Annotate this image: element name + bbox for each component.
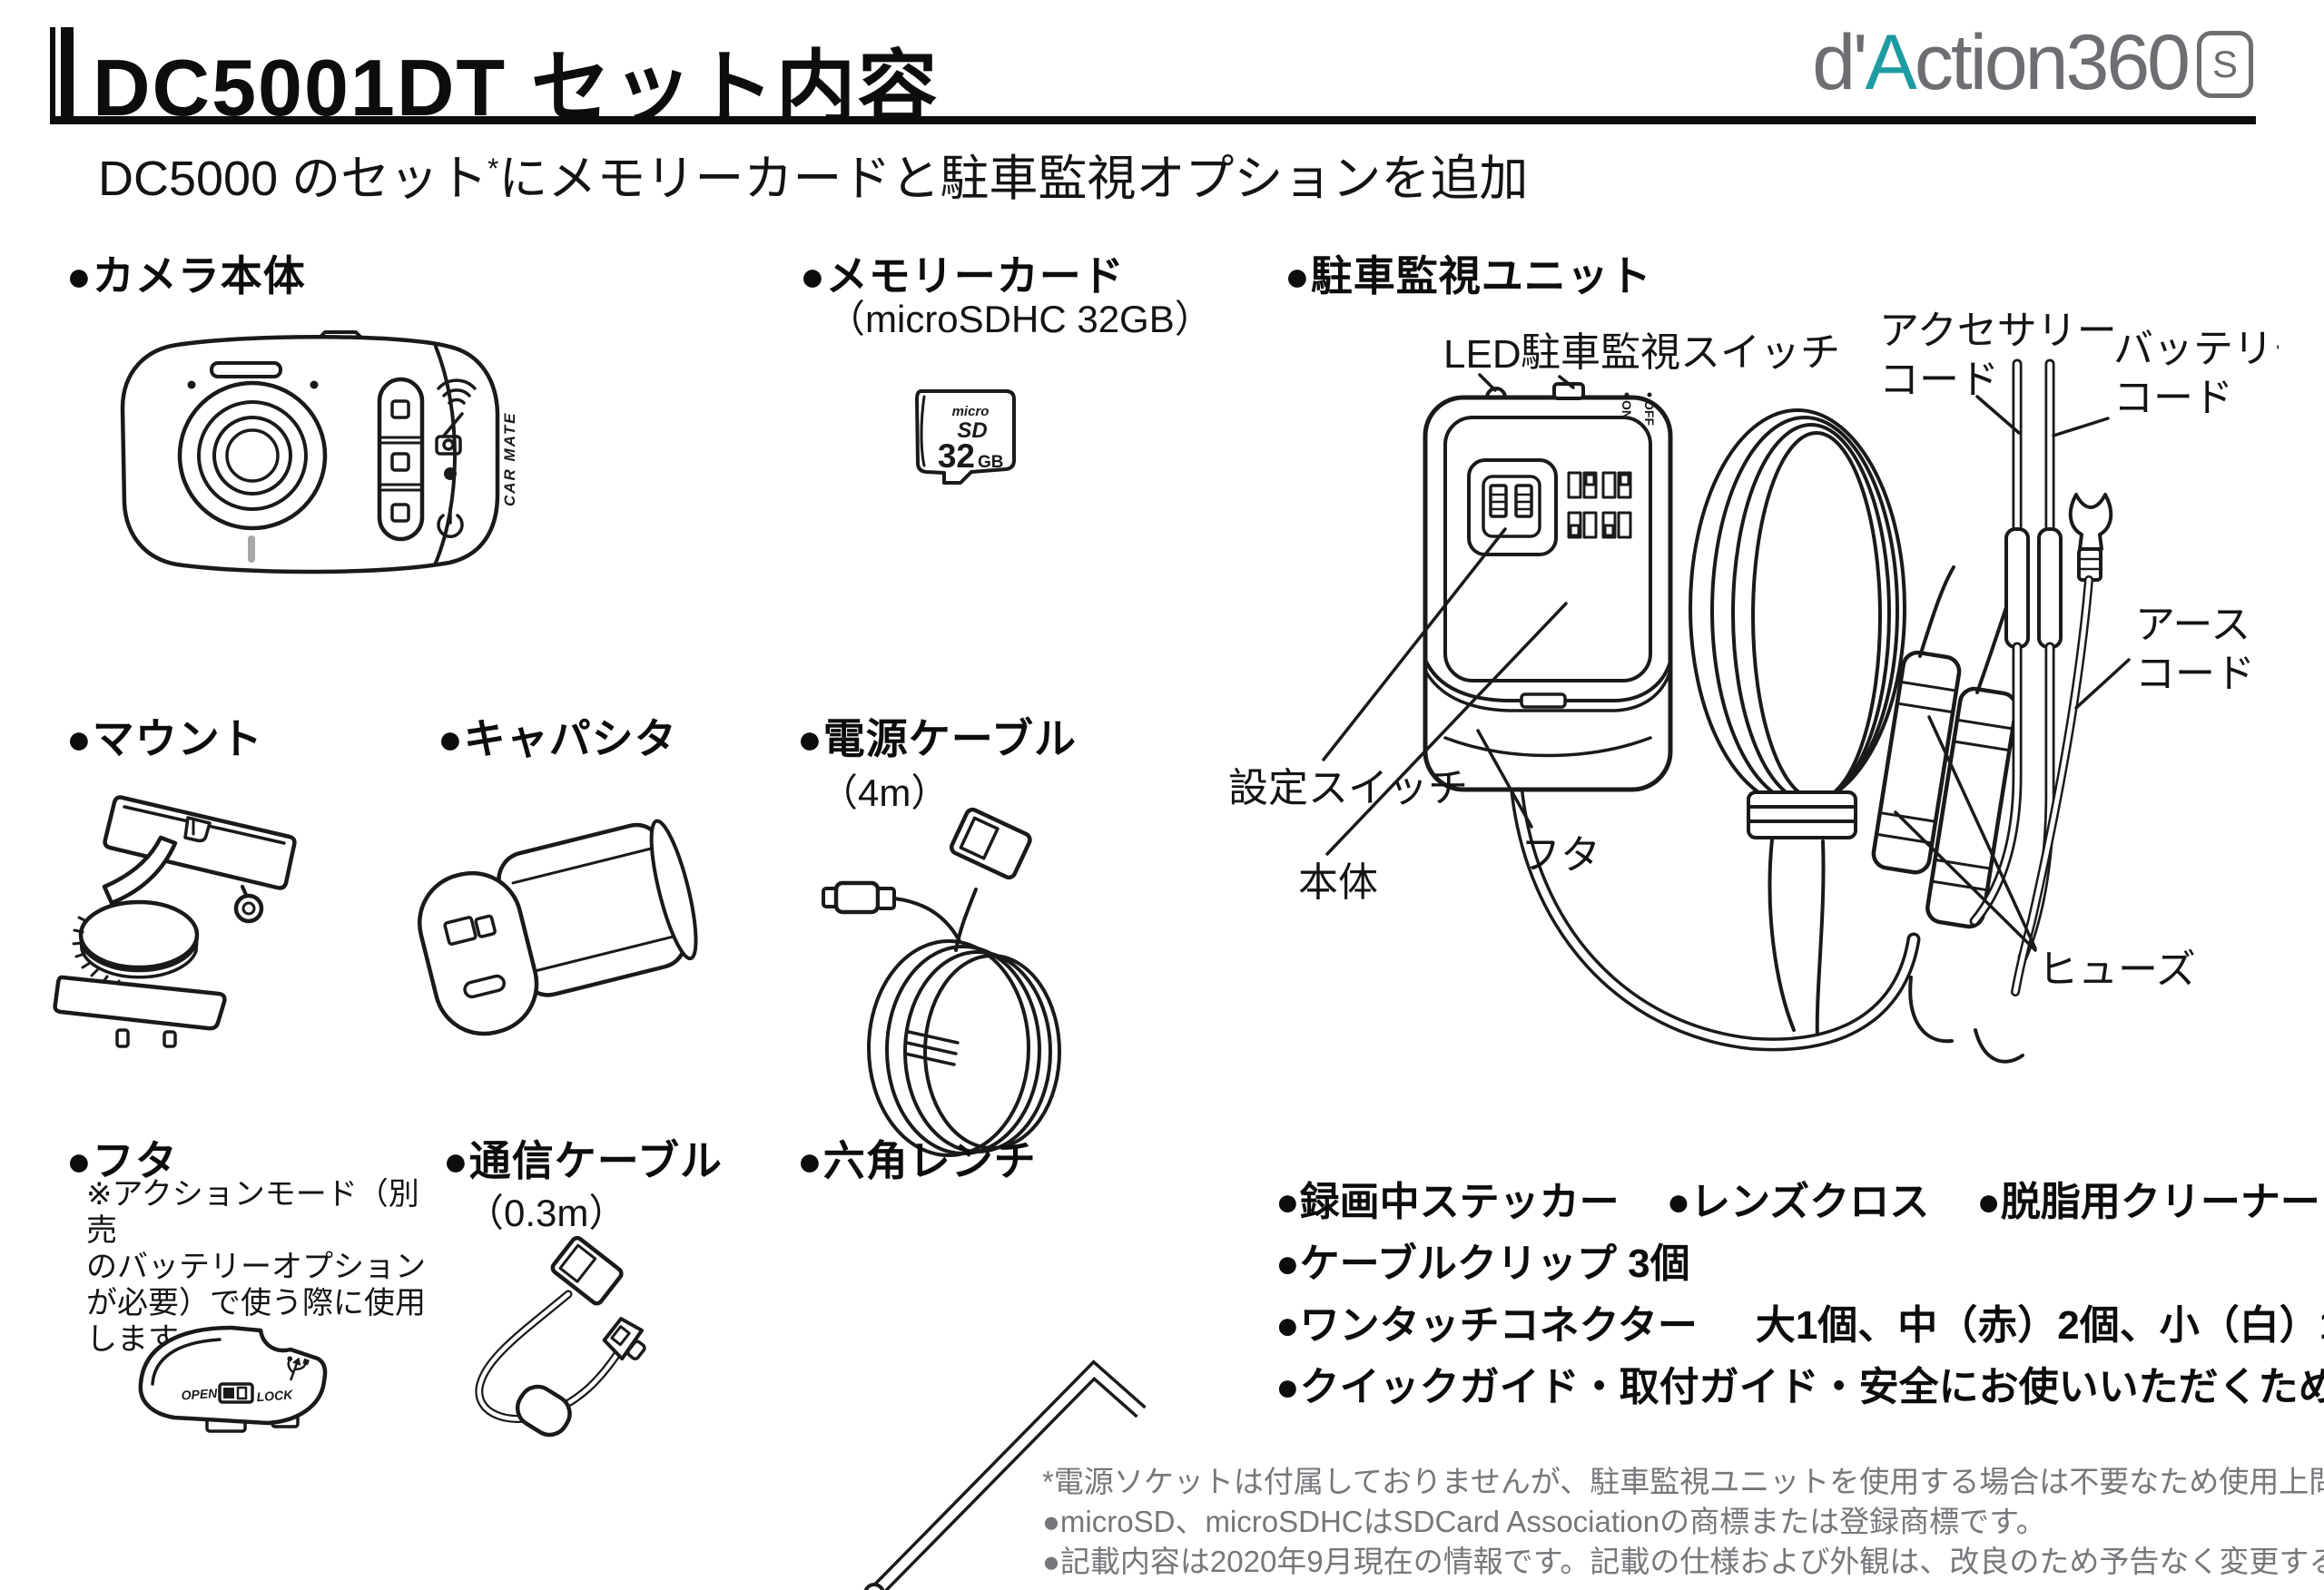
hex-wrench-drawing	[863, 1359, 1147, 1590]
wifi-camera-mode-icon	[435, 378, 477, 456]
logo-teal-a: A	[1865, 19, 1916, 106]
mount-knob	[78, 899, 200, 970]
footnote-3: ●記載内容は2020年9月現在の情報です。記載の仕様および外観は、改良のため予告…	[1042, 1545, 2324, 1578]
comm-cable-drawing	[475, 1235, 646, 1438]
mount-mirror-plate	[103, 795, 297, 890]
logo-s-badge: S	[2197, 31, 2253, 98]
power-l-connector	[822, 880, 896, 915]
power-usb-a-connector	[949, 807, 1032, 880]
camera-button-strip	[377, 377, 425, 542]
title-accent-thin-bar	[50, 27, 55, 118]
monitor-switch-tab	[1552, 382, 1585, 400]
callout-earth-cord-1: アース	[2135, 603, 2250, 647]
callout-monitor-switch: 駐車監視スイッチ	[1521, 330, 1840, 375]
comm-mini-usb-connector	[602, 1317, 646, 1361]
setting-switch-panel	[1467, 458, 1558, 556]
switch-off-text: OFF	[1642, 400, 1657, 426]
accessory-connector-detail: 大1個、中（赤）2個、小（白）1個	[1755, 1303, 2324, 1348]
title-underline	[50, 116, 2256, 124]
capacitor-connector-slot	[443, 916, 478, 946]
power-icon	[437, 506, 464, 538]
camera-lens-outer-ring	[177, 380, 328, 531]
lid-open-text: OPEN	[181, 1386, 219, 1403]
callout-fuse: ヒューズ	[2038, 947, 2196, 992]
cable-bundle-coil	[1689, 408, 1906, 1041]
footnote-2: ●microSD、microSDHCはSDCard Associationの商標…	[1042, 1505, 2046, 1538]
subtitle: DC5000 のセット*にメモリーカードと駐車監視オプションを追加	[98, 152, 1529, 206]
earth-cord	[2011, 493, 2113, 996]
card-sd-text: SD	[957, 418, 987, 443]
callout-setting-switch: 設定スイッチ	[1228, 766, 1468, 810]
mount-arm	[102, 835, 178, 906]
item-label-capacitor: ●キャパシタ	[438, 715, 677, 762]
lid-slider	[218, 1382, 254, 1404]
card-unit-text: GB	[978, 453, 1004, 472]
item-label-mount: ●マウント	[66, 715, 263, 762]
lid-lock-text: LOCK	[256, 1387, 294, 1404]
title-accent-thick-bar	[61, 27, 74, 118]
callout-accessory-cord-2: コード	[1879, 358, 1999, 402]
parking-unit-drawing: LED 駐車監視スイッチ ON OFF アクセサリー コード バッテリー コード…	[1228, 309, 2279, 1064]
lid-seam-line	[1423, 658, 1672, 702]
record-dot-icon	[444, 467, 457, 480]
callout-battery-cord-1: バッテリー	[2113, 327, 2279, 371]
accessories-line1: ●録画中ステッカー ●レンズクロス ●脱脂用クリーナー	[1275, 1169, 2320, 1227]
capacitor-front-plate	[417, 870, 539, 1036]
footnote-1: *電源ソケットは付属しておりませんが、駐車監視ユニットを使用する場合は不要なため…	[1042, 1465, 2324, 1498]
power-cable-spec: （4m）	[820, 771, 950, 814]
unit-cable	[1509, 776, 1921, 1052]
parking-unit-body	[1423, 382, 1673, 792]
earth-fork-terminal	[2068, 493, 2113, 551]
lid-drawing: OPEN LOCK	[138, 1325, 328, 1433]
memory-card-drawing: micro SD 32 GB	[915, 389, 1016, 485]
item-label-parking-unit: ●駐車監視ユニット	[1285, 252, 1652, 299]
item-label-lid: ●フタ	[66, 1137, 178, 1184]
item-label-power-cable: ●電源ケーブル	[797, 715, 1078, 762]
item-label-hex-wrench: ●六角レンチ	[797, 1137, 1037, 1184]
callout-accessory-cord-1: アクセサリー	[1879, 309, 2117, 353]
lid-shape	[138, 1325, 328, 1426]
accessories-line3: ●ワンタッチコネクター 大1個、中（赤）2個、小（白）1個	[1275, 1292, 2324, 1350]
accessories-line4: ●クイックガイド・取付ガイド・安全にお使いいただくために	[1275, 1365, 2324, 1409]
callout-lid: フタ	[1521, 833, 1600, 878]
wrench-ball-end	[863, 1583, 885, 1590]
callout-battery-cord-2: コード	[2113, 376, 2233, 420]
card-size-text: 32	[938, 437, 975, 475]
leader-lines	[1322, 373, 2131, 952]
callout-earth-cord-2: コード	[2135, 652, 2255, 696]
camera-body-drawing: CAR MATE	[120, 330, 518, 574]
memory-card-spec: （microSDHC 32GB）	[827, 298, 1213, 340]
comm-usb-a-connector	[550, 1235, 624, 1306]
usb-icon	[287, 1356, 310, 1381]
item-label-comm-cable: ●通信ケーブル	[443, 1137, 724, 1184]
logo-text: d'Action360	[1812, 19, 2191, 106]
comm-ferrite-bead	[515, 1384, 572, 1438]
item-label-memory-card: ●メモリーカード	[800, 252, 1125, 299]
item-label-camera: ●カメラ本体	[66, 252, 306, 299]
callout-led: LED	[1443, 332, 1521, 377]
switch-on-text: ON	[1620, 400, 1634, 419]
accessory-cleaner: ●脱脂用クリーナー	[1976, 1180, 2320, 1224]
led-bump	[1485, 387, 1507, 399]
accessory-connector-label: ●ワンタッチコネクター	[1275, 1303, 1698, 1348]
mount-base	[53, 975, 227, 1031]
capacitor-drawing	[417, 819, 698, 1036]
power-cable-drawing	[822, 807, 1061, 1157]
callout-body: 本体	[1298, 860, 1378, 905]
comm-cable-spec: （0.3m）	[466, 1192, 627, 1234]
card-micro-text: micro	[952, 404, 990, 419]
subtitle-asterisk: *	[487, 152, 499, 184]
accessory-lens-cloth: ●レンズクロス	[1666, 1180, 1930, 1224]
daction360s-logo: d'Action360 S	[1812, 24, 2253, 102]
pin-label-marks	[1567, 471, 1632, 539]
accessories-line2: ●ケーブルクリップ 3個	[1275, 1242, 1690, 1286]
power-cable-coil	[867, 939, 1061, 1157]
camera-brand-text: CAR MATE	[501, 412, 518, 506]
accessory-sticker: ●録画中ステッカー	[1275, 1180, 1620, 1224]
mount-drawing	[53, 795, 297, 1048]
